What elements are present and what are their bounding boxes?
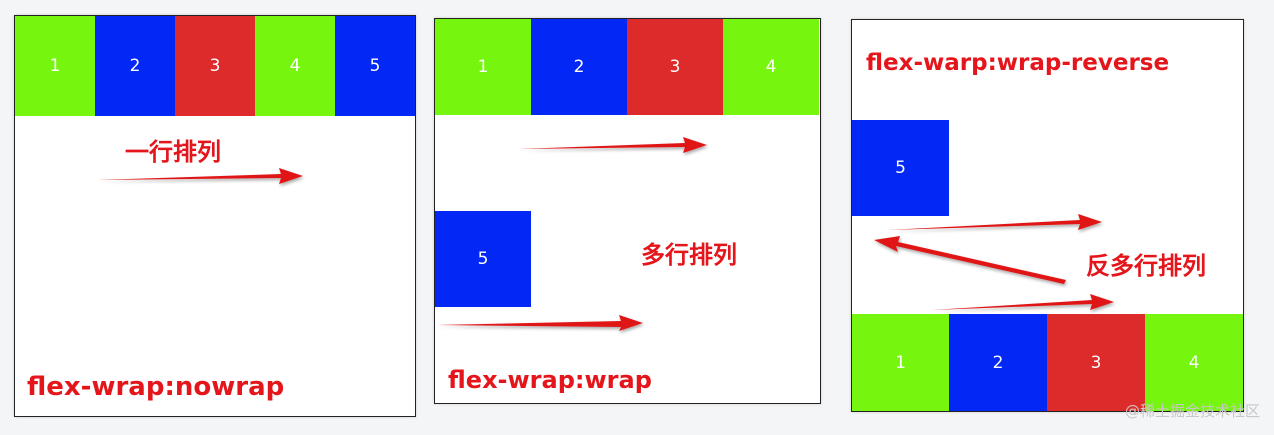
caption-multi-row: 多行排列 [641,241,737,269]
caption-reverse-multi-row: 反多行排列 [1086,252,1206,280]
arrow-left-icon [874,236,1066,284]
code-label-wrap: flex-wrap:wrap [448,366,652,394]
flex-item-2: 2 [949,314,1047,411]
flex-item-4: 4 [723,19,819,115]
flex-item-1: 1 [15,16,95,116]
flex-item-2: 2 [95,16,175,116]
watermark: @稀土掘金技术社区 [1124,402,1260,420]
flex-item-1: 1 [852,314,949,411]
code-label-wrap-reverse: flex-warp:wrap-reverse [866,50,1170,76]
flex-item-5: 5 [435,211,531,307]
code-label-nowrap: flex-wrap:nowrap [27,372,285,402]
flex-item-1: 1 [435,19,531,115]
flex-item-5: 5 [335,16,415,116]
caption-single-row: 一行排列 [125,138,221,166]
panel-nowrap: 1 2 3 4 5 一行排列 flex-wrap:nowrap [14,15,416,417]
flex-item-4: 4 [1145,314,1243,411]
flex-item-2: 2 [531,19,627,115]
flex-item-3: 3 [627,19,723,115]
flex-item-3: 3 [1047,314,1145,411]
arrow-right-icon [888,214,1102,230]
arrow-right-icon [437,315,643,331]
panel-wrap-reverse: flex-warp:wrap-reverse 5 反多行排列 1 2 3 4 [851,19,1244,412]
panel-wrap: 1 2 3 4 5 多行排列 flex-wrap:wrap [434,18,821,404]
arrow-right-icon [97,168,303,184]
flex-item-5: 5 [852,120,949,216]
flex-item-3: 3 [175,16,255,116]
flex-item-4: 4 [255,16,335,116]
arrow-right-icon [519,137,707,153]
arrow-right-icon [932,294,1114,310]
